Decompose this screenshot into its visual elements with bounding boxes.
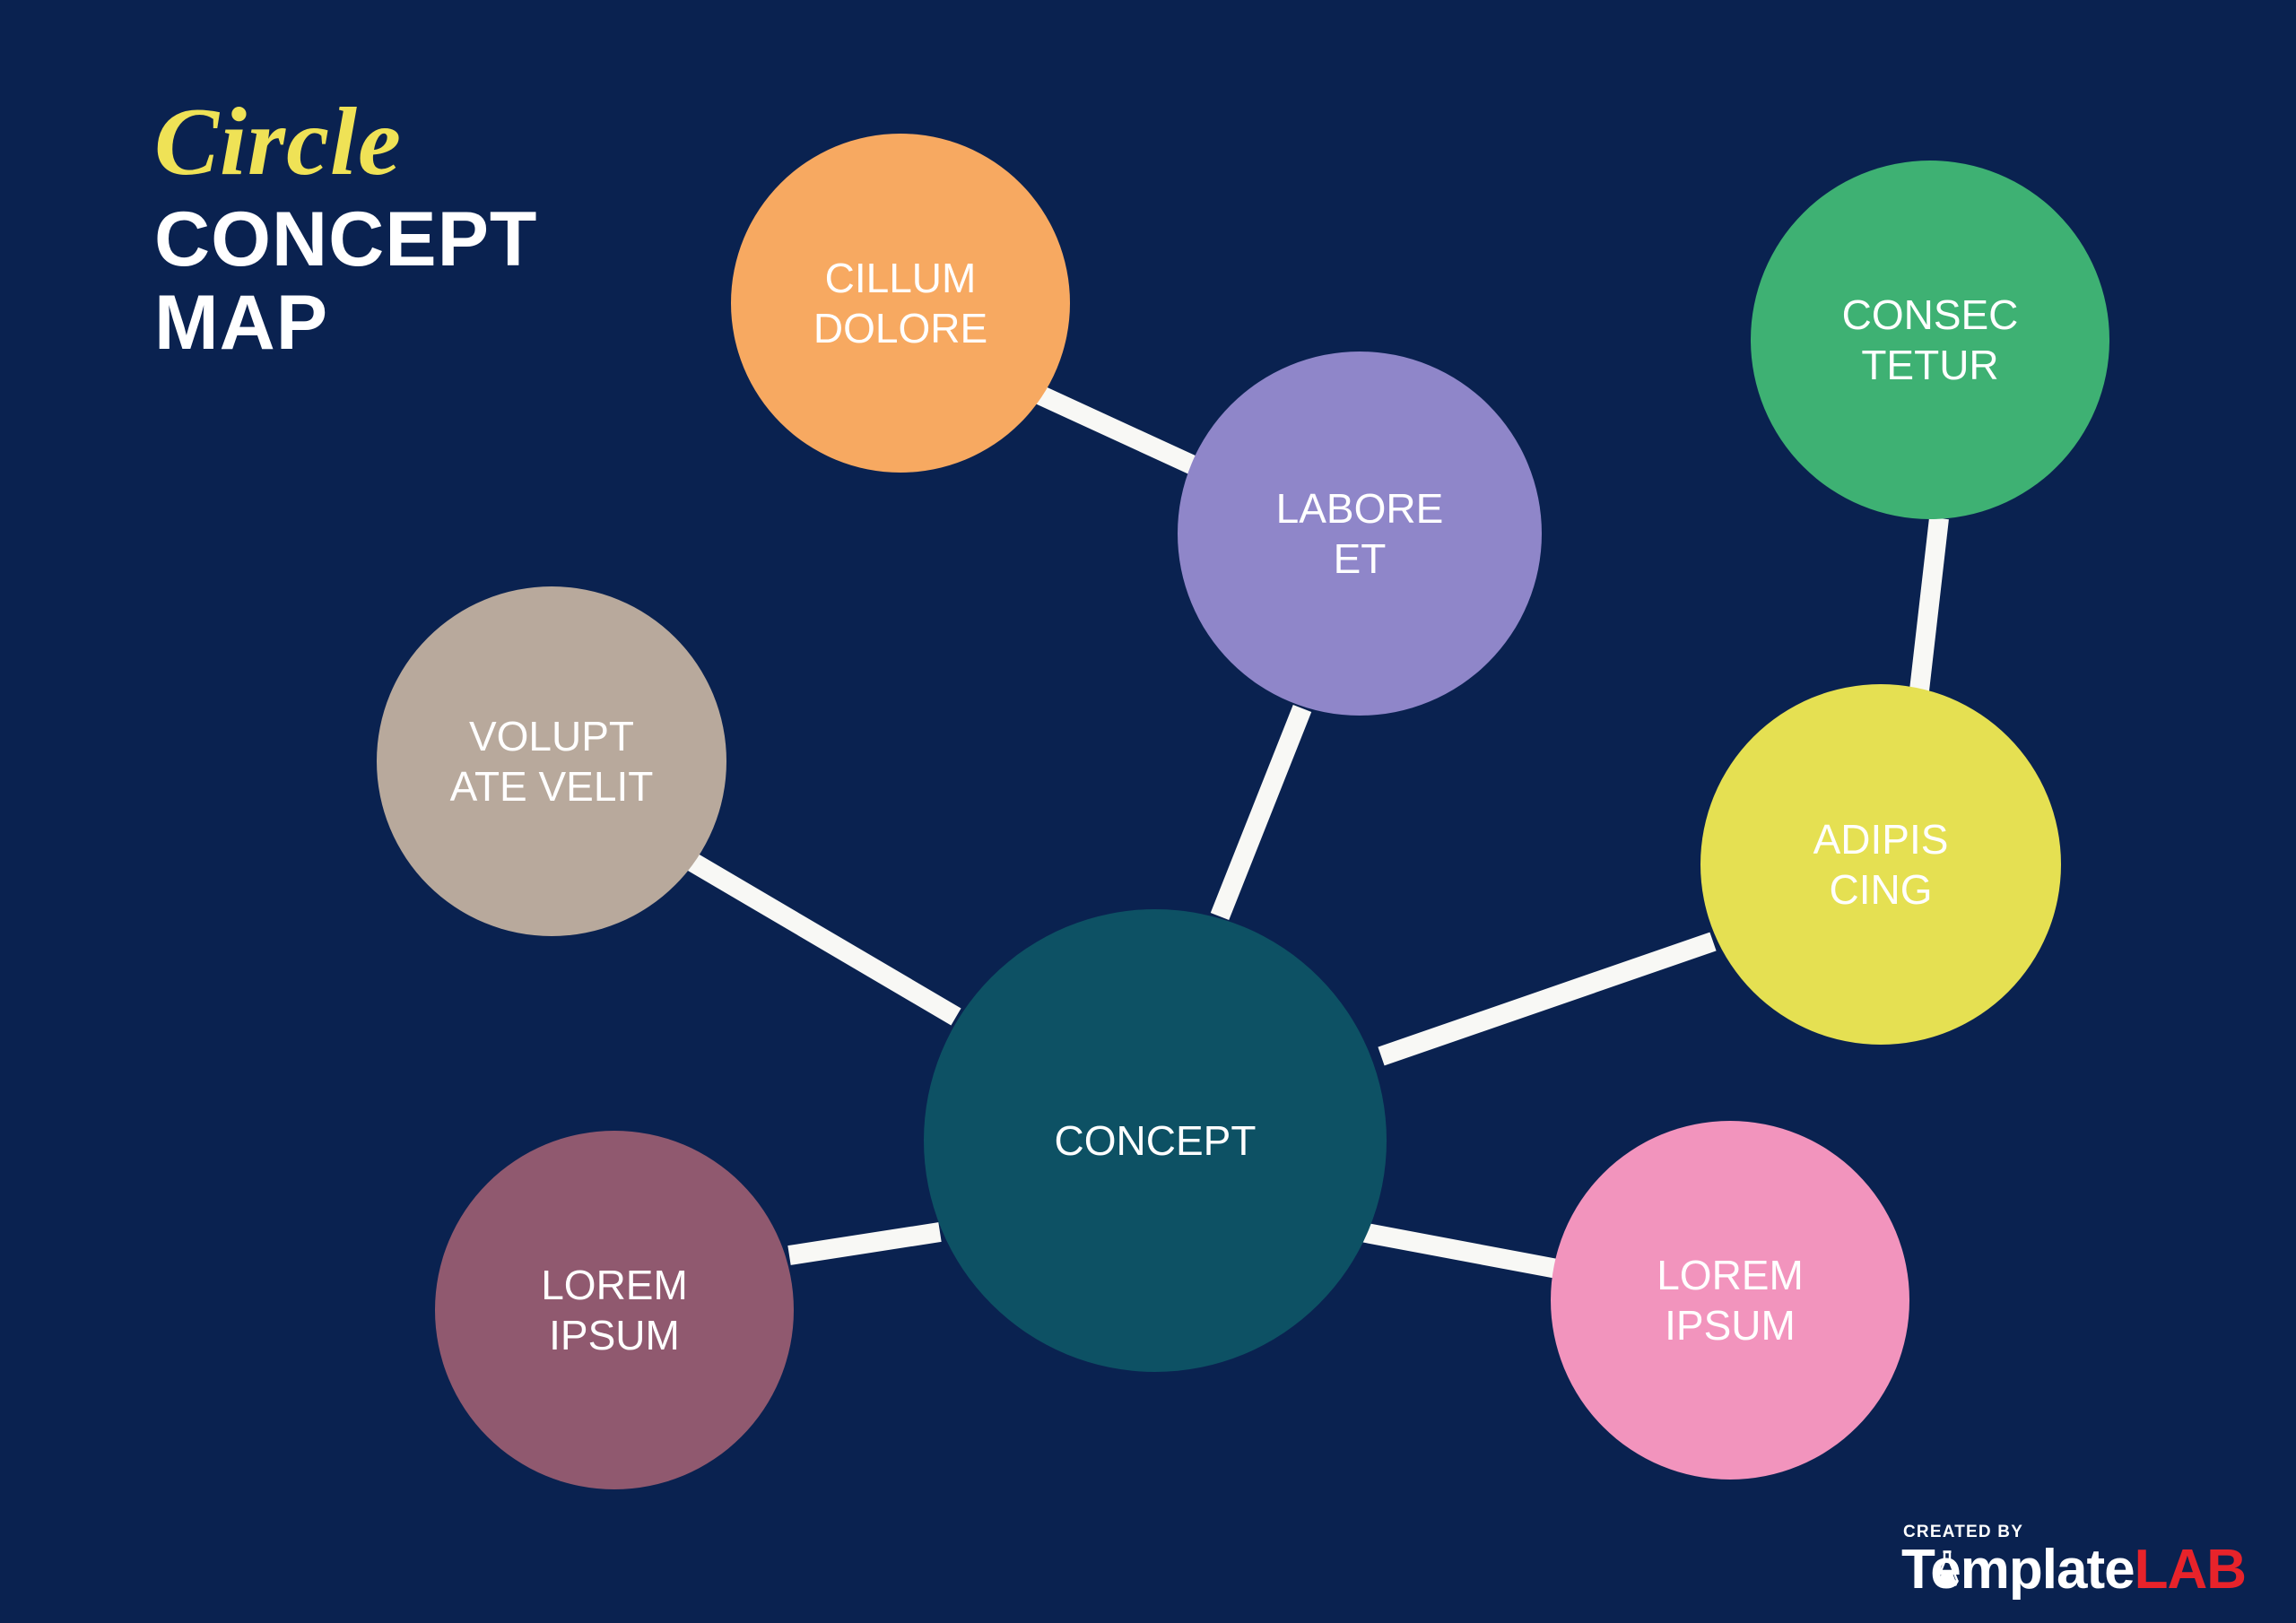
flask-icon (1935, 1550, 1959, 1586)
node-label-labore-et: LABORE ET (1275, 484, 1444, 582)
node-labore-et[interactable]: LABORE ET (1178, 352, 1542, 716)
edge-lorem-ipsum-left-to-concept (787, 1222, 942, 1265)
node-cillum-dolore[interactable]: CILLUM DOLORE (731, 134, 1070, 473)
node-voluptate[interactable]: VOLUPT ATE VELIT (377, 586, 726, 936)
edge-adipiscing-to-concept (1378, 932, 1717, 1066)
logo-wordmark: TemplateLAB (1901, 1539, 2247, 1601)
title-block: Circle CONCEPT MAP (154, 94, 710, 365)
node-label-cillum-dolore: CILLUM DOLORE (813, 254, 988, 352)
page-title: CONCEPT MAP (154, 198, 710, 365)
title-line-2: MAP (154, 279, 329, 366)
node-label-consectetur: CONSEC TETUR (1841, 291, 2019, 388)
edge-consectetur-to-adipiscing (1909, 516, 1949, 692)
node-lorem-ipsum-left[interactable]: LOREM IPSUM (435, 1131, 794, 1489)
node-consectetur[interactable]: CONSEC TETUR (1751, 161, 2109, 519)
title-script-word: Circle (154, 89, 402, 195)
node-label-concept: CONCEPT (1054, 1116, 1257, 1164)
edge-voluptate-to-concept (685, 852, 961, 1026)
node-adipiscing[interactable]: ADIPIS CING (1700, 684, 2061, 1045)
title-line-1: CONCEPT (154, 196, 538, 282)
templatelab-logo: CREATED BY TemplateLAB (1901, 1523, 2247, 1601)
created-by-label: CREATED BY (1902, 1523, 2024, 1541)
edge-labore-et-to-concept (1210, 704, 1312, 921)
node-label-voluptate: VOLUPT ATE VELIT (449, 712, 654, 810)
node-label-adipiscing: ADIPIS CING (1813, 815, 1949, 913)
node-label-lorem-ipsum-right: LOREM IPSUM (1657, 1251, 1804, 1349)
node-label-lorem-ipsum-left: LOREM IPSUM (541, 1261, 688, 1358)
edge-concept-to-lorem-ipsum-right (1359, 1222, 1574, 1281)
node-concept[interactable]: CONCEPT (924, 909, 1387, 1372)
node-lorem-ipsum-right[interactable]: LOREM IPSUM (1551, 1121, 1909, 1480)
logo-lab-text: LAB (2134, 1539, 2247, 1601)
